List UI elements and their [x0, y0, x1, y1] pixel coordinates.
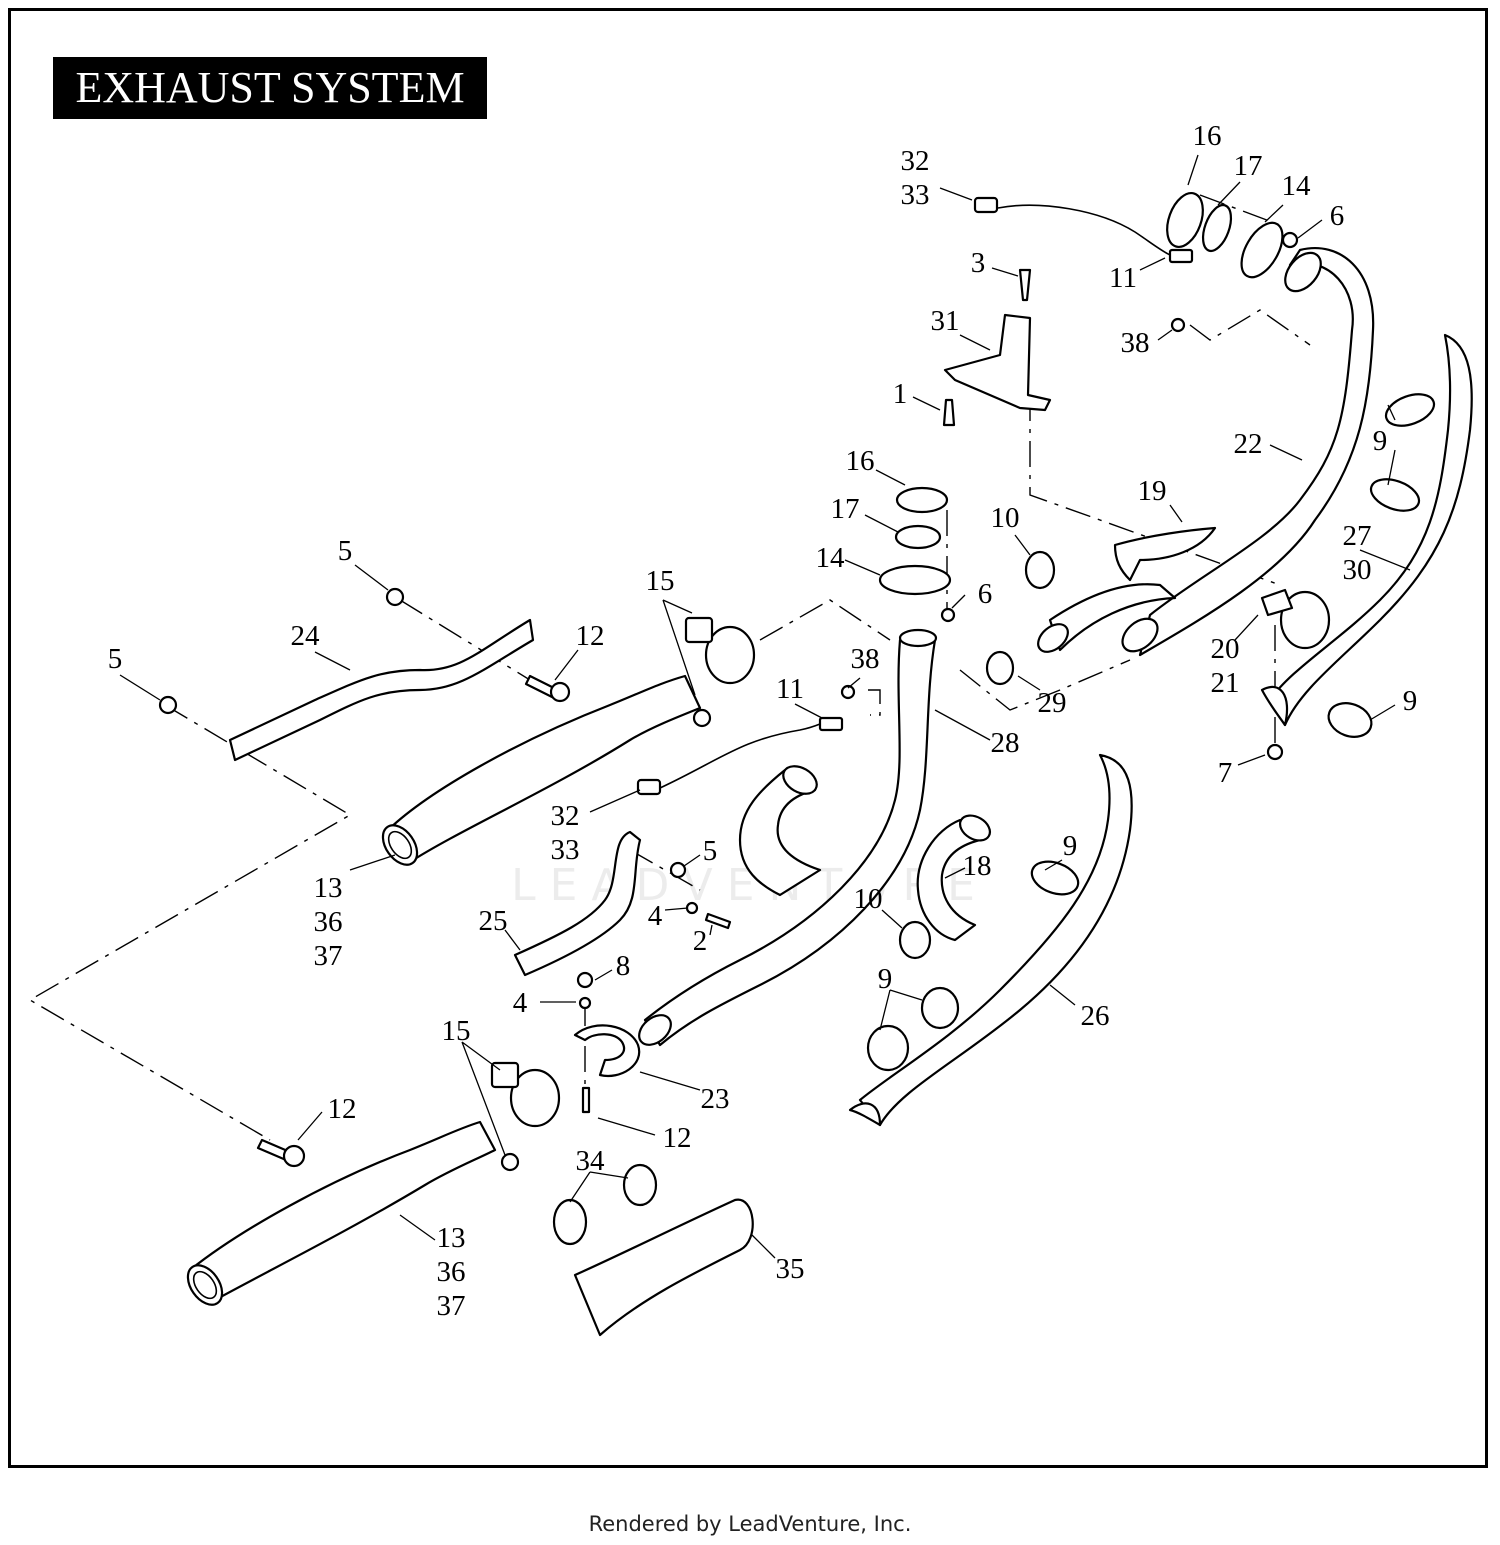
callout-c-24-line-0: 24 — [291, 620, 321, 652]
callout-c-32-33-top-line-1: 33 — [901, 179, 930, 211]
gaskets-and-flanges — [878, 192, 1284, 686]
callout-c-20-21-line-1: 21 — [1211, 667, 1240, 699]
callout-c-10-mid-line-0: 10 — [854, 883, 883, 915]
elbow-pipe-18 — [916, 814, 992, 942]
callout-c-13-36-37-low-line-1: 36 — [437, 1256, 466, 1288]
callout-c-27-30-line-0: 27 — [1343, 520, 1372, 552]
muffler-heat-shield — [573, 1198, 754, 1337]
callout-c-12-low-line-0: 12 — [663, 1122, 692, 1154]
callout-c-4-low-line-0: 4 — [513, 987, 528, 1019]
mount-bracket-31 — [943, 313, 1052, 412]
front-header-pipe — [1121, 247, 1375, 657]
callout-c-31-line-0: 31 — [931, 305, 960, 337]
callout-c-15-low-line-0: 15 — [442, 1015, 471, 1047]
callout-c-13-36-37-low-line-0: 13 — [437, 1222, 466, 1254]
callout-c-12-bottom-line-0: 12 — [328, 1093, 357, 1125]
callout-c-22-line-0: 22 — [1234, 428, 1263, 460]
callout-c-17-mid-line-0: 17 — [831, 493, 860, 525]
callout-c-11-top-line-0: 11 — [1109, 262, 1137, 294]
callout-c-4-top-line-0: 4 — [648, 900, 663, 932]
callout-c-2-line-0: 2 — [693, 925, 708, 957]
rear-heat-shield — [848, 753, 1133, 1127]
callout-c-18-line-0: 18 — [963, 850, 992, 882]
callout-c-3-line-0: 3 — [971, 247, 986, 279]
watermark-text: LEADVENTURE — [511, 860, 989, 911]
callout-c-19-line-0: 19 — [1138, 475, 1167, 507]
callout-c-9-top-line-0: 9 — [1373, 425, 1388, 457]
muffler-rear — [186, 1120, 497, 1306]
clamp-15-lower — [490, 1061, 561, 1128]
callout-c-25-line-0: 25 — [479, 905, 508, 937]
callout-c-9-mid-line-0: 9 — [1063, 830, 1078, 862]
callout-c-32-33-mid-line-1: 33 — [551, 834, 580, 866]
callout-c-9-right-line-0: 9 — [1403, 685, 1418, 717]
callout-c-35-line-0: 35 — [776, 1253, 805, 1285]
callout-c-26-line-0: 26 — [1081, 1000, 1110, 1032]
callout-c-15-top-line-0: 15 — [646, 565, 675, 597]
rear-header-pipe — [638, 628, 938, 1047]
callout-c-11-mid-line-0: 11 — [776, 673, 804, 705]
hose-clamps — [552, 393, 1436, 1246]
callout-c-13-36-37-top-line-2: 37 — [314, 940, 343, 972]
callout-c-16-mid-line-0: 16 — [846, 445, 875, 477]
callout-c-10-top-line-0: 10 — [991, 502, 1020, 534]
clamp-15-upper — [684, 616, 756, 685]
callout-c-38-mid-line-0: 38 — [851, 643, 880, 675]
callout-c-29-line-0: 29 — [1038, 687, 1067, 719]
crossover-pipe — [1037, 526, 1217, 653]
assembly-lines — [28, 194, 1311, 1141]
callout-c-12-top-line-0: 12 — [576, 620, 605, 652]
callout-c-13-36-37-low-line-2: 37 — [437, 1290, 466, 1322]
diagram-frame — [8, 8, 1488, 1468]
callout-c-14-top-line-0: 14 — [1282, 170, 1312, 202]
callout-c-34-line-0: 34 — [576, 1145, 606, 1177]
leader-lines — [119, 154, 1411, 1259]
oxygen-sensors — [636, 196, 1194, 796]
elbow-pipe-left — [738, 765, 822, 897]
callout-c-23-line-0: 23 — [701, 1083, 730, 1115]
muffler-bracket-24 — [228, 618, 535, 762]
callout-c-28-line-0: 28 — [991, 727, 1020, 759]
callout-c-32-33-top-line-0: 32 — [901, 145, 930, 177]
muffler-front — [381, 674, 702, 866]
callout-c-14-mid-line-0: 14 — [816, 542, 846, 574]
clamp-23 — [573, 1024, 641, 1078]
callout-c-17-top-line-0: 17 — [1234, 150, 1263, 182]
callout-c-13-36-37-top-line-0: 13 — [314, 872, 343, 904]
callout-c-5-top-line-0: 5 — [338, 535, 353, 567]
page-title: EXHAUST SYSTEM — [53, 57, 487, 119]
mount-bracket-25 — [513, 830, 642, 977]
callout-c-27-30-line-1: 30 — [1343, 554, 1372, 586]
callout-c-13-36-37-top-line-1: 36 — [314, 906, 343, 938]
callout-c-5-left-line-0: 5 — [108, 643, 123, 675]
callout-c-16-top-line-0: 16 — [1193, 120, 1222, 152]
callout-c-9-low-line-0: 9 — [878, 963, 893, 995]
callout-c-6-top-line-0: 6 — [1330, 200, 1345, 232]
footer-credit: Rendered by LeadVenture, Inc. — [588, 1512, 912, 1536]
callout-c-6-mid-line-0: 6 — [978, 578, 993, 610]
callout-c-8-line-0: 8 — [616, 950, 631, 982]
callout-c-1-line-0: 1 — [893, 378, 908, 410]
callout-c-5-mid-line-0: 5 — [703, 835, 718, 867]
fasteners — [158, 231, 1299, 1172]
front-heat-shield — [1260, 333, 1473, 727]
callout-c-38-top-line-0: 38 — [1121, 327, 1150, 359]
callout-c-32-33-mid-line-0: 32 — [551, 800, 580, 832]
callout-c-20-21-line-0: 20 — [1211, 633, 1240, 665]
clamp-20-21 — [1260, 588, 1331, 650]
callout-c-7-line-0: 7 — [1218, 757, 1233, 789]
